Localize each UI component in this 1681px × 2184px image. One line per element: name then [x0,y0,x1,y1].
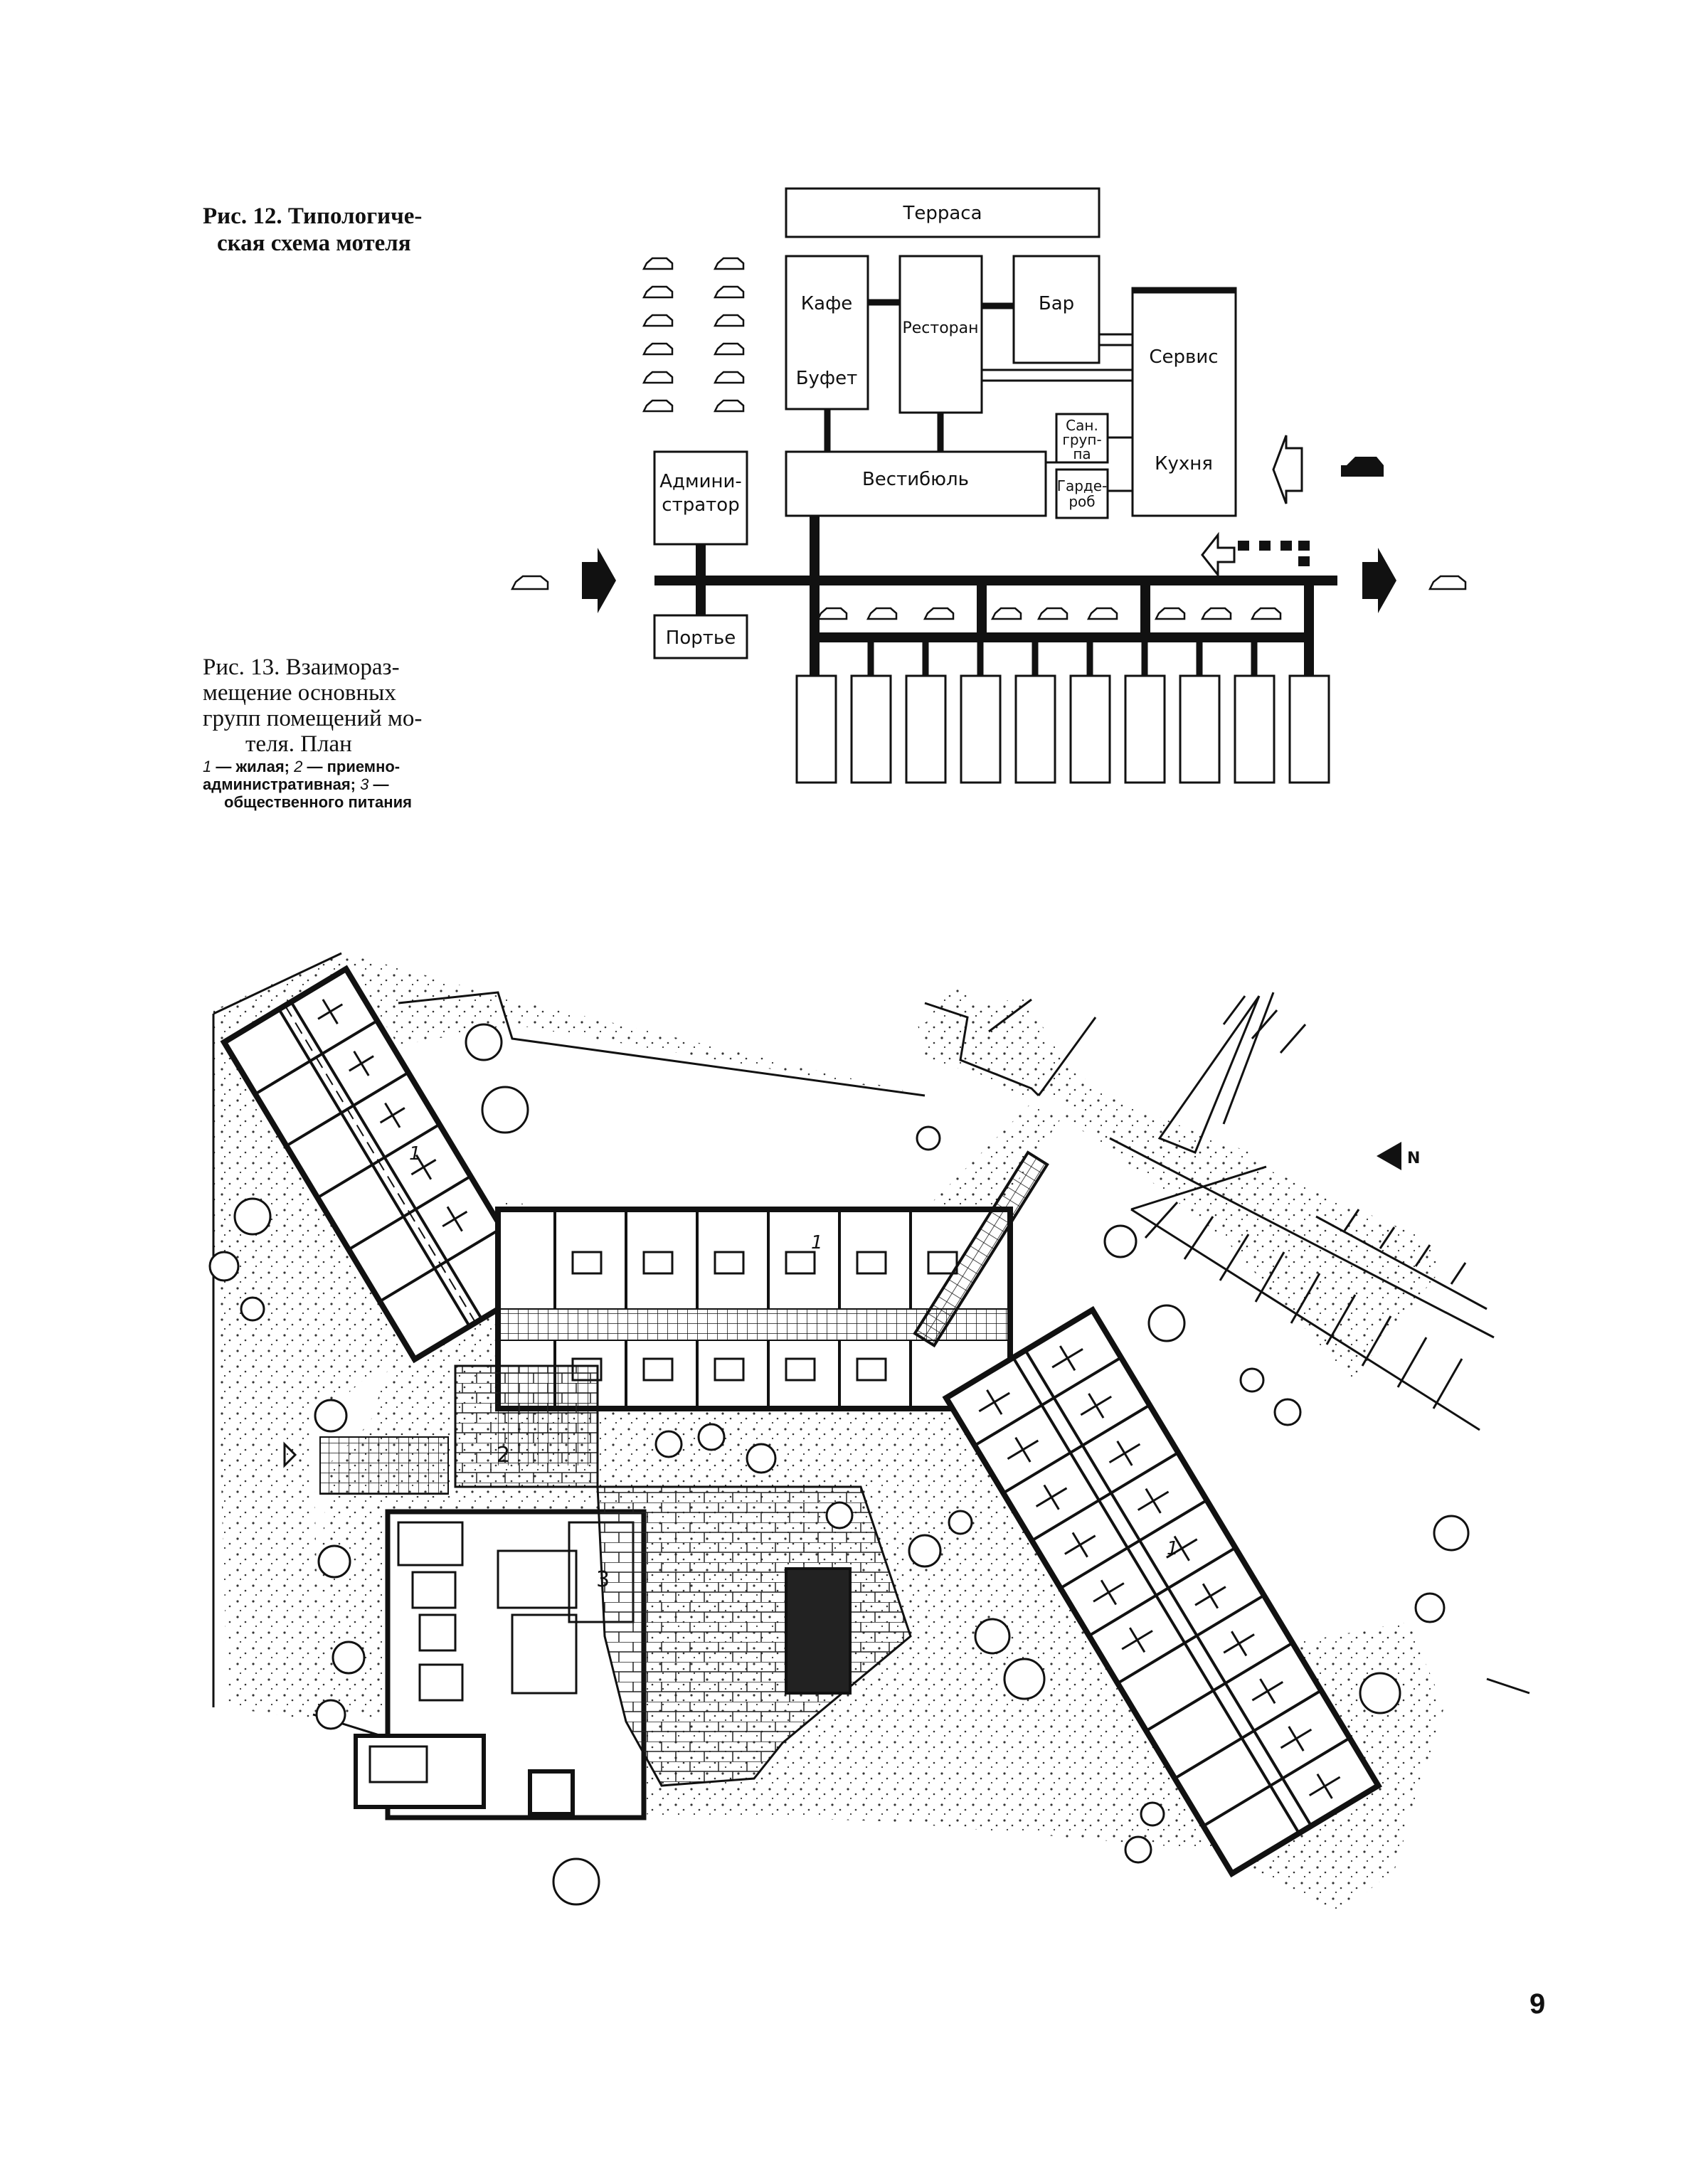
legend-num-3: 3 [360,775,369,793]
garderob-label-2: роб [1068,493,1095,510]
administrator-label-1: Админи- [659,471,742,492]
fig12-caption-line1: Рис. 12. Типологиче- [203,203,423,229]
zone-2-label: 2 [497,1443,510,1468]
wing-left [220,965,541,1364]
page-number: 9 [1529,1988,1546,2020]
trees [208,1023,1470,1906]
north-arrow-icon [1377,1142,1401,1170]
fig12-caption-line2: ская схема мотеля [217,230,411,256]
garderob-label-1: Гарде- [1057,477,1108,494]
courtyard [596,1485,912,1787]
fig13-caption-line1: Рис. 13. Взаимораз- [203,654,400,680]
north-label: N [1407,1150,1420,1167]
zone-1-right-label: 1 [1167,1538,1179,1559]
fig13-caption-line2: мещение основных [203,680,396,706]
cafe-label: Кафе [801,293,853,314]
legend-text-1: — жилая; [216,758,290,775]
administrator-label-2: стратор [662,494,739,516]
vestibule-box [785,450,1047,517]
bar-box [1012,255,1101,364]
zone-3-label: 3 [596,1567,610,1592]
san-group-label-1: Сан. [1066,417,1098,434]
fig13-caption-line4: теля. План [245,731,352,757]
fig13-plan: N [208,952,1530,1914]
porter-label: Портье [666,627,736,649]
vestibule-label: Вестибюль [862,469,969,490]
pool [785,1567,852,1695]
restaurant-label: Ресторан [902,319,978,337]
fig13-caption-line3: групп помещений мо- [203,706,423,731]
fig13-legend: 1 — жилая; 2 — приемно- административная… [203,758,494,811]
kitchen-label: Кухня [1155,453,1213,475]
legend-text-2: — приемно- [307,758,401,775]
fig12-schema: Терраса Кафе Буфет Ресторан Бар Сервис К… [510,187,1467,784]
legend-num-1: 1 [203,758,212,775]
entry-path [319,1436,449,1495]
entrance-arrow-icon [283,1441,297,1468]
buffet-label: Буфет [796,368,858,389]
terrace-label: Терраса [902,203,982,224]
legend-num-2: 2 [294,758,303,775]
legend-text-4: общественного питания [224,793,412,811]
san-group-label-3: па [1073,445,1091,462]
bar-label: Бар [1039,293,1074,314]
legend-text-3b: — [373,775,389,793]
legend-text-3a: административная; [203,775,356,793]
service-label: Сервис [1149,346,1218,368]
san-group-label-2: груп- [1062,431,1101,448]
zone-1-center-label: 1 [811,1232,823,1253]
fig13-caption: Рис. 13. Взаимораз- мещение основных гру… [203,654,494,757]
stair-connector [913,1150,1049,1348]
terrace-box [785,187,1101,238]
fig12-caption: Рис. 12. Типологиче- ская схема мотеля [203,203,502,257]
service-kitchen-box [1131,287,1237,517]
restaurant-block [354,1509,647,1820]
wing-right [942,1305,1382,1878]
zone-1-left-label: 1 [409,1143,421,1165]
garderob-box [1055,468,1109,519]
